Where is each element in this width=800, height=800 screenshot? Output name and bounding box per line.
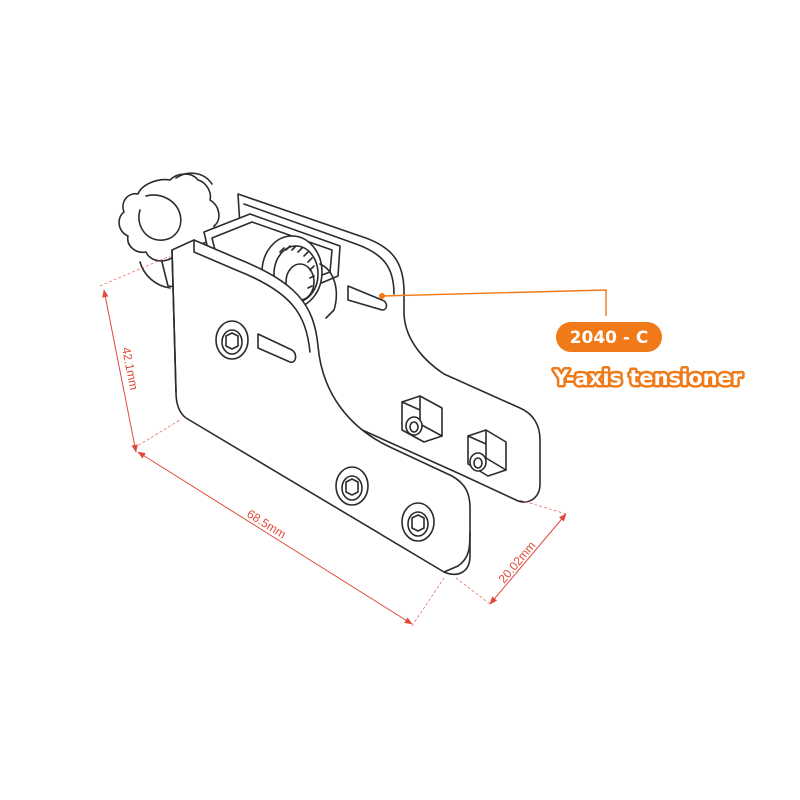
- hex-socket-bolt-icon: [335, 466, 369, 506]
- t-nut-icon: [401, 395, 443, 443]
- adjust-slot-upper: [347, 285, 388, 311]
- t-nut-icon: [467, 429, 507, 477]
- model-code-label: 2040 - C: [570, 328, 649, 348]
- length-label: 68.5mm: [244, 507, 288, 542]
- hex-socket-bolt-icon: [401, 502, 435, 542]
- hex-socket-bolt-icon: [215, 320, 249, 360]
- model-code-badge: [556, 322, 662, 352]
- tensioner-part: [118, 172, 541, 576]
- callout: 2040 - C Y-axis tensioner: [379, 289, 745, 393]
- dimension-width: 20.02mm: [455, 499, 567, 605]
- adjust-slot-lower: [257, 333, 297, 364]
- width-label: 20.02mm: [496, 539, 539, 586]
- product-name-label: Y-axis tensioner: [553, 366, 743, 390]
